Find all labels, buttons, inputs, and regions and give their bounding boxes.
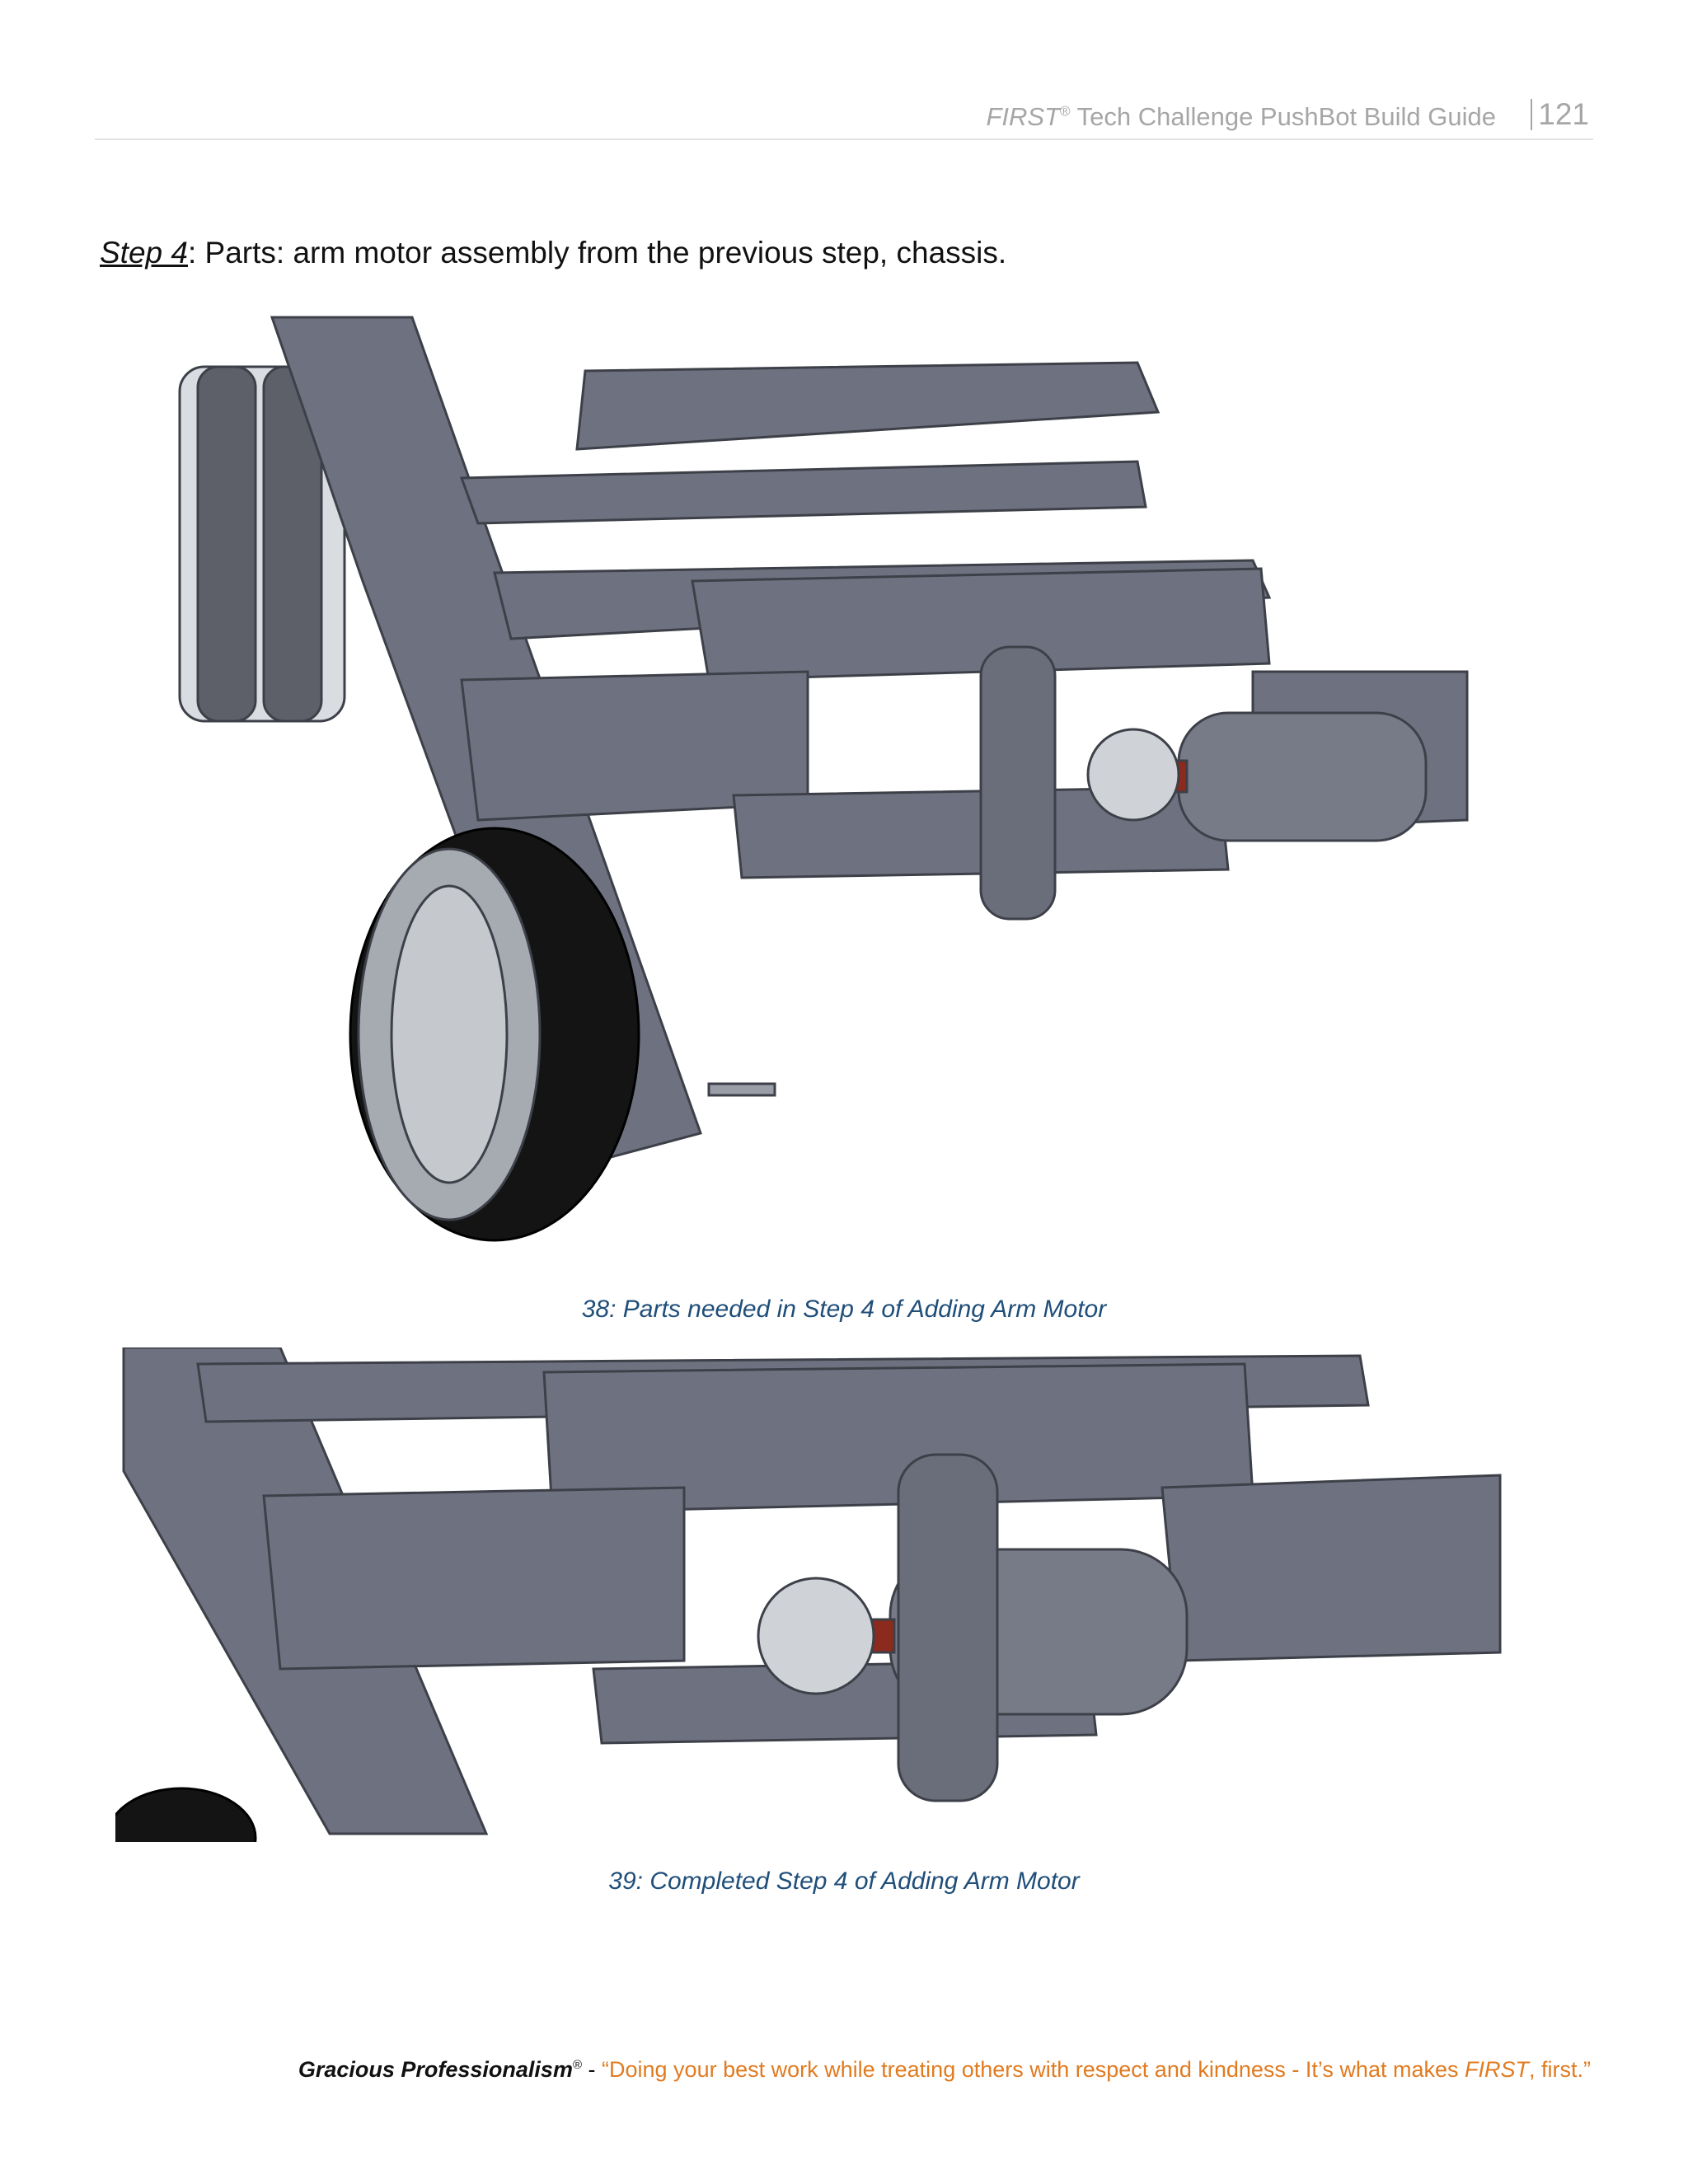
channel-lower xyxy=(262,1486,686,1671)
gp-label: Gracious Professionalism xyxy=(298,2057,573,2082)
arm-mount-bracket xyxy=(979,645,1057,921)
page-footer: Gracious Professionalism® - “Doing your … xyxy=(298,2057,1591,2083)
brand-first: FIRST xyxy=(986,102,1061,131)
drive-wheel xyxy=(349,827,640,1242)
motor-gear xyxy=(1086,728,1180,822)
motor-gear xyxy=(757,1577,875,1695)
arm-mount-bracket xyxy=(897,1453,999,1802)
drive-axle xyxy=(707,1082,776,1097)
channel-right xyxy=(1160,1474,1502,1662)
registered-mark: ® xyxy=(1060,103,1071,120)
page-header: FIRST® Tech Challenge PushBot Build Guid… xyxy=(95,97,1593,140)
step-text: : Parts: arm motor assembly from the pre… xyxy=(187,236,1007,269)
page-number: 121 xyxy=(1538,97,1589,131)
step-label: Step 4 xyxy=(100,236,188,269)
footer-quote: “Doing your best work while treating oth… xyxy=(602,2057,1591,2082)
footer-dash: - xyxy=(582,2057,603,2082)
figure-caption-38: 38: Parts needed in Step 4 of Adding Arm… xyxy=(581,1296,1107,1323)
omni-wheel xyxy=(178,365,346,723)
quote-first: FIRST xyxy=(1465,2057,1529,2082)
figure-parts-illustration xyxy=(178,316,1469,1242)
figure-completed-illustration xyxy=(115,1347,1502,1842)
quote-start: “Doing your best work while treating oth… xyxy=(602,2057,1465,2082)
channel-arm xyxy=(691,567,1271,682)
step-instruction: Step 4: Parts: arm motor assembly from t… xyxy=(100,236,1006,270)
guide-title: FIRST® Tech Challenge PushBot Build Guid… xyxy=(986,102,1496,132)
channel-top xyxy=(575,361,1160,451)
figure-caption-39: 39: Completed Step 4 of Adding Arm Motor xyxy=(608,1868,1080,1895)
channel-upper-mid xyxy=(459,460,1147,525)
drive-wheel xyxy=(115,1787,257,1842)
quote-end: , first.” xyxy=(1529,2057,1591,2082)
header-divider xyxy=(1531,99,1532,130)
arm-motor xyxy=(1177,711,1428,842)
gp-registered-mark: ® xyxy=(572,2058,583,2072)
guide-title-text: Tech Challenge PushBot Build Guide xyxy=(1070,102,1496,131)
